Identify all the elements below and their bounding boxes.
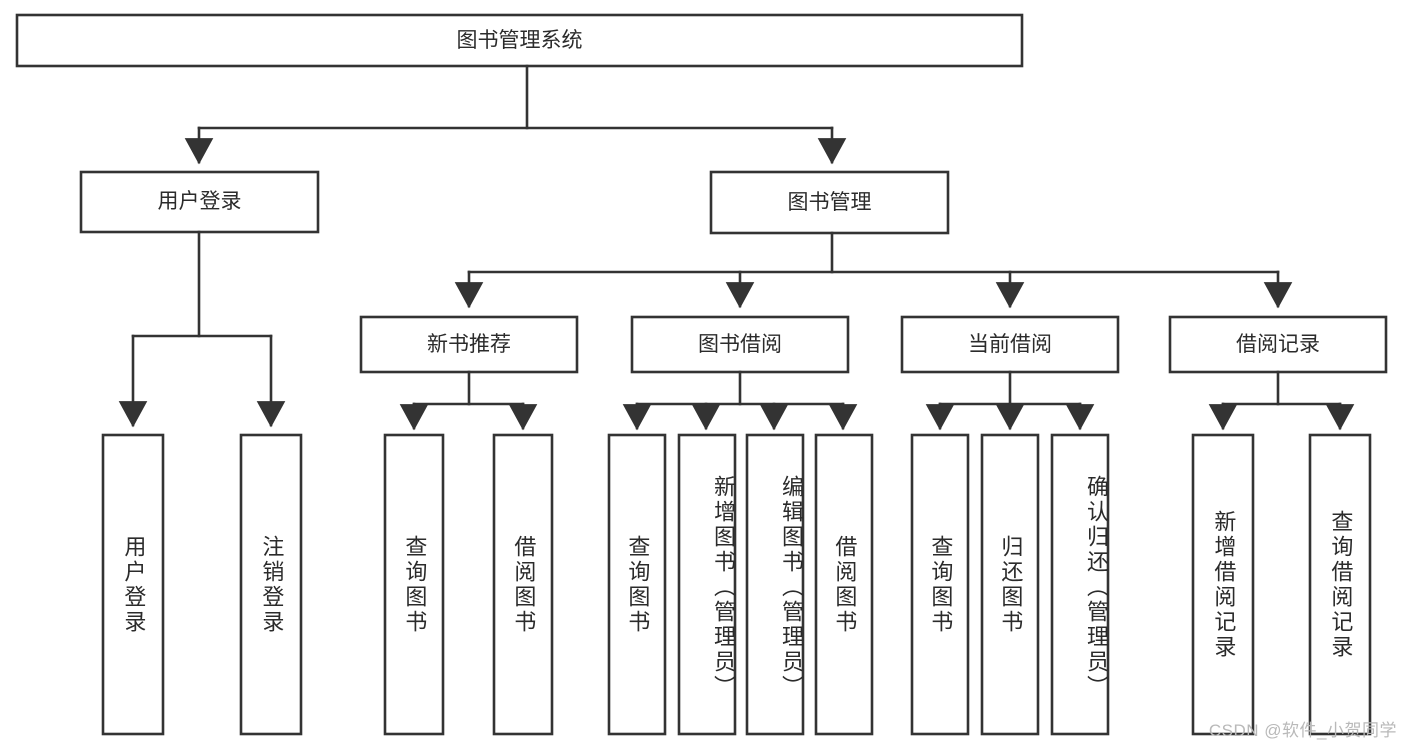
node-leaf-newbook-query-box[interactable] <box>383 433 445 736</box>
node-leaf-borrow-query-box[interactable] <box>607 433 667 736</box>
node-user-login-box[interactable] <box>79 170 320 234</box>
node-root-box[interactable] <box>15 13 1024 68</box>
node-leaf-record-add-box[interactable] <box>1191 433 1255 736</box>
node-borrow-box[interactable] <box>630 315 850 374</box>
node-leaf-record-query-box[interactable] <box>1308 433 1372 736</box>
watermark-text: CSDN @软件_小贺同学 <box>1208 721 1397 740</box>
node-current-box[interactable] <box>900 315 1120 374</box>
node-leaf-current-query-box[interactable] <box>910 433 970 736</box>
node-leaf-current-return-box[interactable] <box>980 433 1040 736</box>
node-new-book-box[interactable] <box>359 315 579 374</box>
node-book-mgmt-box[interactable] <box>709 170 950 235</box>
node-leaf-borrow-edit-box[interactable] <box>745 433 805 736</box>
node-leaf-borrow-lend-box[interactable] <box>814 433 874 736</box>
node-leaf-logout-box[interactable] <box>239 433 303 736</box>
node-leaf-newbook-borrow-box[interactable] <box>492 433 554 736</box>
node-leaf-borrow-add-box[interactable] <box>677 433 737 736</box>
node-leaf-user-login-box[interactable] <box>101 433 165 736</box>
node-leaf-current-confirm-box[interactable] <box>1050 433 1110 736</box>
node-record-box[interactable] <box>1168 315 1388 374</box>
